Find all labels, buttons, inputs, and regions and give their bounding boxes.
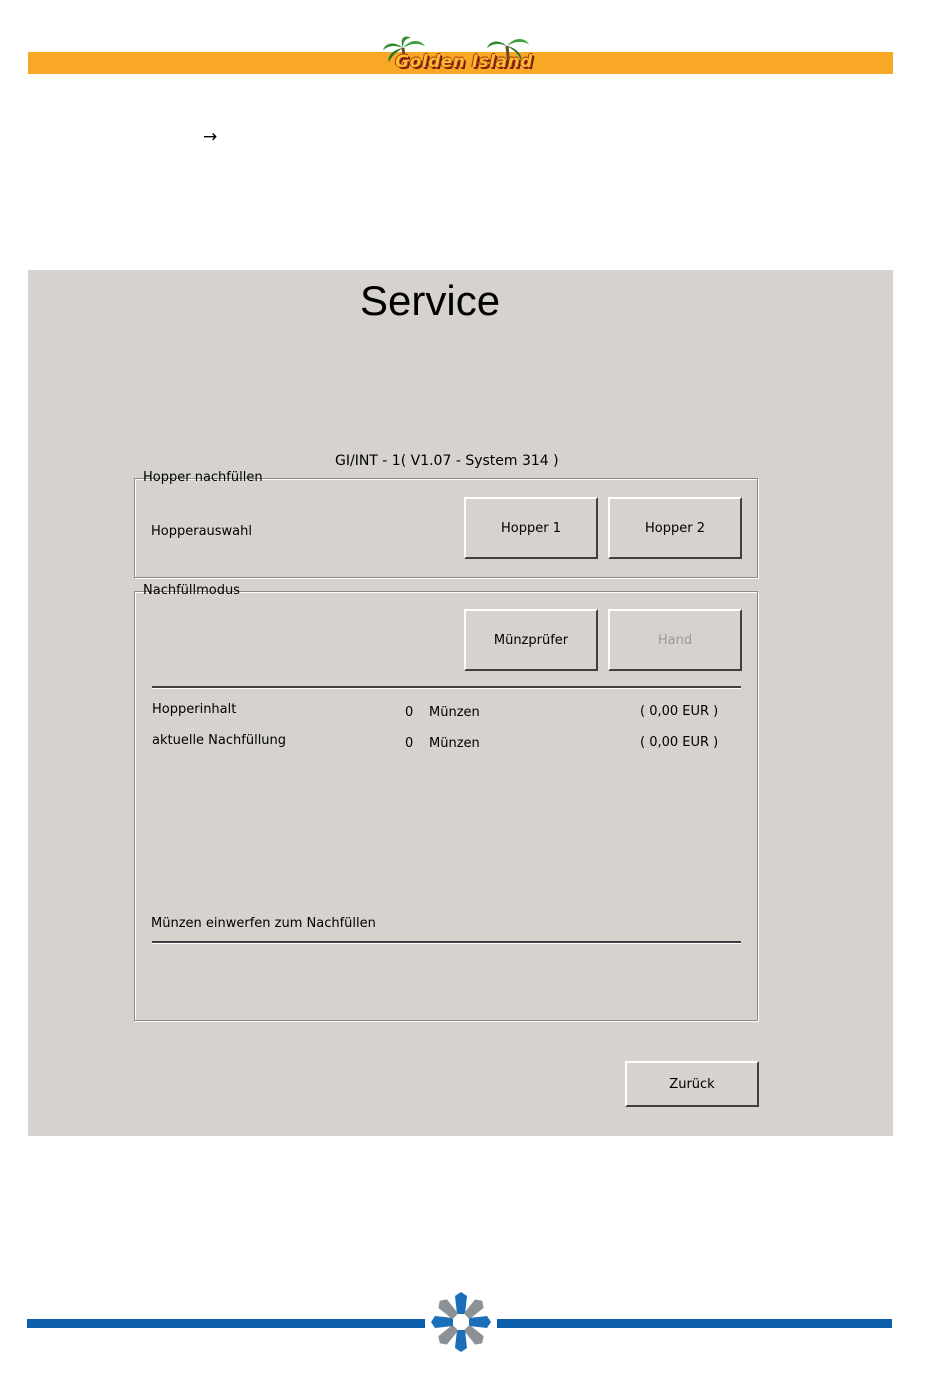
golden-island-logo: Golden Island	[383, 36, 539, 82]
hopper-content-count: 0	[405, 705, 413, 720]
version-label: GI/INT - 1( V1.07 - System 314 )	[335, 453, 559, 469]
hopper-2-button-label: Hopper 2	[645, 521, 705, 536]
current-refill-amount: ( 0,00 EUR )	[640, 735, 718, 750]
group-legend-mode: Nachfüllmodus	[141, 583, 242, 598]
footer-bar-left	[27, 1319, 425, 1328]
hopper-2-button[interactable]: Hopper 2	[608, 497, 742, 559]
company-star-logo-icon	[428, 1291, 494, 1353]
arrow-right-icon: →	[203, 127, 217, 147]
hopper-selection-label: Hopperauswahl	[151, 524, 252, 539]
current-refill-label: aktuelle Nachfüllung	[152, 733, 286, 748]
current-refill-count: 0	[405, 736, 413, 751]
coin-validator-button-label: Münzprüfer	[494, 633, 568, 648]
separator-top	[152, 686, 741, 689]
manual-button-label: Hand	[658, 633, 692, 648]
refill-instruction: Münzen einwerfen zum Nachfüllen	[151, 916, 376, 931]
hopper-refill-group: Hopper nachfüllen Hopperauswahl Hopper 1…	[134, 478, 758, 578]
footer-bar-right	[497, 1319, 892, 1328]
page-title: Service	[360, 277, 500, 325]
hopper-1-button[interactable]: Hopper 1	[464, 497, 598, 559]
star-ray	[469, 1316, 491, 1328]
hopper-content-amount: ( 0,00 EUR )	[640, 704, 718, 719]
refill-mode-group: Nachfüllmodus Münzprüfer Hand Hopperinha…	[134, 591, 758, 1021]
logo-text: Golden Island	[389, 52, 539, 72]
hopper-1-button-label: Hopper 1	[501, 521, 561, 536]
back-button-label: Zurück	[669, 1077, 714, 1092]
separator-bottom	[152, 941, 741, 944]
back-button[interactable]: Zurück	[625, 1061, 759, 1107]
current-refill-unit: Münzen	[429, 736, 480, 751]
star-ray	[431, 1316, 453, 1328]
star-ray	[455, 1292, 467, 1314]
manual-button[interactable]: Hand	[608, 609, 742, 671]
coin-validator-button[interactable]: Münzprüfer	[464, 609, 598, 671]
hopper-content-label: Hopperinhalt	[152, 702, 236, 717]
group-legend-hopper: Hopper nachfüllen	[141, 470, 265, 485]
hopper-content-unit: Münzen	[429, 705, 480, 720]
star-ray	[455, 1330, 467, 1352]
